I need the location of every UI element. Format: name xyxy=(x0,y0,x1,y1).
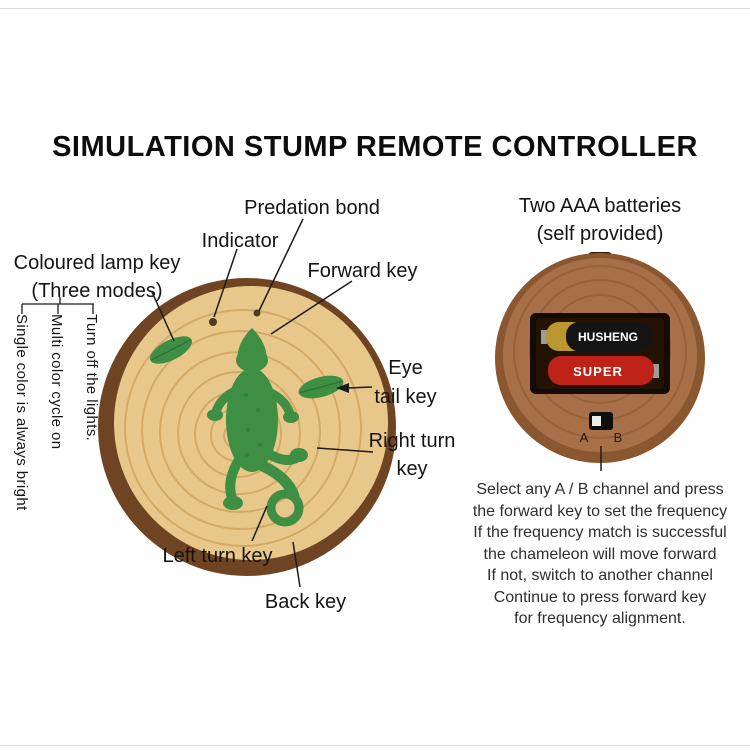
stump-remote-front xyxy=(98,278,396,576)
lamp-mode-multi-color: Multi color cycle on xyxy=(48,314,65,450)
instruction-line: for frequency alignment. xyxy=(514,610,686,627)
label-eye-tail-key-line2: tail key xyxy=(374,386,437,408)
channel-switch-thumb[interactable] xyxy=(592,416,601,426)
bottom-border-line xyxy=(0,745,750,746)
battery-bottom-terminal xyxy=(653,364,659,378)
chameleon-tail-curl xyxy=(266,489,304,527)
chameleon-button-pad[interactable] xyxy=(207,328,308,527)
label-back-key: Back key xyxy=(264,591,347,613)
indicator-led[interactable] xyxy=(209,318,217,326)
battery-top-terminal xyxy=(541,330,547,344)
instruction-line: If the frequency match is successful xyxy=(473,524,727,541)
channel-switch-group: A B xyxy=(580,412,623,445)
label-eye-tail-key: Eye tail key xyxy=(358,354,453,412)
instruction-line: Select any A / B channel and press xyxy=(476,481,724,498)
label-predation-bond: Predation bond xyxy=(244,197,380,219)
label-right-turn-key-line2: key xyxy=(396,458,428,480)
label-coloured-lamp-key-line2: (Three modes) xyxy=(31,280,163,302)
chameleon-body xyxy=(226,368,278,472)
battery-compartment: HUSHENG SUPER xyxy=(530,313,670,394)
label-indicator: Indicator xyxy=(201,230,279,252)
instruction-line: the chameleon will move forward xyxy=(483,545,717,563)
label-left-turn-key: Left turn key xyxy=(162,545,273,567)
channel-a-label: A xyxy=(580,430,589,445)
channel-b-label: B xyxy=(614,430,623,445)
page-title: SIMULATION STUMP REMOTE CONTROLLER xyxy=(52,131,698,163)
chameleon-texture-dots xyxy=(244,393,262,457)
label-batteries-line2: (self provided) xyxy=(536,223,664,245)
top-border-line xyxy=(0,8,750,9)
lamp-mode-single-color: Single color is always bright xyxy=(13,314,30,511)
stump-remote-back: HUSHENG SUPER A B xyxy=(495,252,705,463)
label-batteries: Two AAA batteries (self provided) xyxy=(488,192,712,248)
coloured-lamp-leaf-key[interactable] xyxy=(146,331,196,370)
eye-tail-leaf-key[interactable] xyxy=(296,371,346,402)
label-right-turn-key: Right turn key xyxy=(352,427,472,483)
battery-bottom-brand: SUPER xyxy=(573,364,623,379)
predation-bond-hole xyxy=(253,309,261,317)
battery-bottom: SUPER xyxy=(548,356,659,385)
label-forward-key: Forward key xyxy=(307,260,418,282)
battery-top-brand: HUSHENG xyxy=(578,330,638,344)
instruction-line: If not, switch to another channel xyxy=(487,567,713,584)
label-batteries-line1: Two AAA batteries xyxy=(518,195,682,217)
instruction-line: the forward key to set the frequency xyxy=(472,502,728,520)
instruction-line: Continue to press forward key xyxy=(493,588,707,606)
label-coloured-lamp-key-line1: Coloured lamp key xyxy=(13,252,181,274)
lamp-mode-lights-off: Turn off the lights. xyxy=(83,314,100,442)
label-right-turn-key-line1: Right turn xyxy=(368,430,456,452)
label-coloured-lamp-key: Coloured lamp key (Three modes) xyxy=(7,249,187,305)
label-eye-tail-key-line1: Eye xyxy=(388,357,423,379)
battery-top: HUSHENG xyxy=(541,322,652,351)
frequency-instructions: Select any A / B channel and press the f… xyxy=(450,479,750,630)
